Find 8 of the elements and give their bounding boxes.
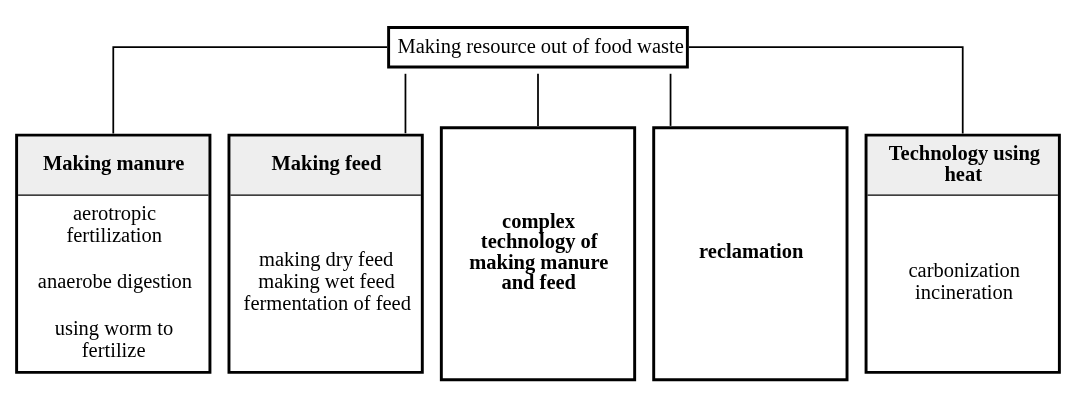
connector — [537, 72, 539, 127]
connector — [688, 46, 964, 135]
connector — [669, 72, 672, 127]
node-box: complex technology of making manure and feed — [439, 126, 637, 382]
node-box: reclamation — [652, 126, 849, 382]
node-box: Making resource out of food waste — [387, 26, 689, 69]
connector — [112, 46, 388, 135]
connector — [404, 72, 407, 135]
